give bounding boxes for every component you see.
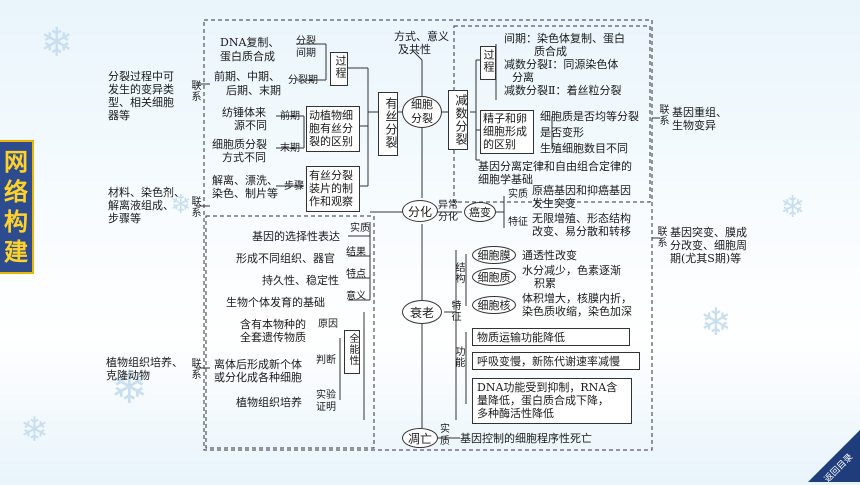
cytoplasm-node: 细胞质	[472, 268, 516, 286]
reason-text: 含有本物种的全套遗传物质	[240, 318, 306, 344]
link-label: 联系	[655, 226, 666, 248]
cancer-feature-text: 无限增殖、形态结构改变、易分散和转移	[532, 212, 631, 238]
meiosis-process-items: 间期：染色体复制、蛋白 质合成 减数分裂Ⅰ：同源染色体 分离 减数分裂Ⅱ：着丝粒…	[504, 32, 625, 97]
feature-text: 持久性、稳定性	[262, 274, 339, 287]
dna-replication-text: DNA复制、	[220, 36, 280, 49]
apoptosis-text: 基因控制的细胞程序性死亡	[460, 432, 592, 445]
abnormal-differentiation-label: 异常分化	[438, 200, 458, 223]
meiosis-process-box: 过程	[480, 46, 496, 80]
left-note-slides: 材料、染色剂、解离液组成、步骤等	[108, 186, 185, 225]
title-char: 建	[4, 238, 28, 266]
substance-label: 实质	[350, 223, 370, 234]
node-aging: 衰老	[402, 300, 442, 324]
cancer-substance-text: 原癌基因和抑癌基因发生突变	[532, 184, 631, 210]
animal-plant-diff-box: 动植物细胞有丝分裂的区别	[306, 106, 360, 152]
cell-membrane-node: 细胞膜	[472, 246, 516, 264]
phases-text-2: 后期、末期	[226, 84, 281, 97]
steps-label: 步骤	[284, 181, 304, 192]
apoptosis-substance-label: 实质	[440, 424, 450, 447]
left-note-totipotency: 植物组织培养、克隆动物	[106, 356, 183, 382]
meaning-text: 生物个体发育的基础	[226, 296, 325, 309]
meiosis-box: 减数分裂	[448, 90, 468, 150]
process-box: 过程	[330, 52, 348, 86]
link-label: 联系	[189, 196, 200, 218]
genetics-basis-text: 基因分离定律和自由组合定律的细胞学基础	[478, 160, 632, 186]
spindle-text: 纺锤体来源不同	[222, 106, 267, 132]
title-char: 络	[4, 178, 28, 206]
protein-synthesis-text: 蛋白质合成	[220, 50, 275, 63]
node-apoptosis: 凋亡	[402, 428, 438, 448]
link-label: 联系	[189, 80, 200, 102]
nucleus-node: 细胞核	[472, 296, 516, 314]
result-text: 形成不同组织、器官	[236, 252, 335, 265]
totipotency-box: 全能性	[344, 330, 360, 374]
telophase-label: 末期	[280, 143, 300, 154]
steps-text: 解离、漂洗、染色、制片等	[212, 174, 278, 200]
right-note-meiosis: 基因重组、生物变异	[672, 106, 727, 132]
feature-label: 特点	[346, 269, 366, 280]
node-differentiation: 分化	[402, 200, 438, 222]
phases-text-1: 前期、中期、	[214, 70, 280, 83]
nucleus-text: 体积增大，核膜内折，染色质收缩，染色加深	[522, 292, 632, 318]
section-title-band: 网 络 构 建	[0, 140, 34, 274]
selective-expression-text: 基因的选择性表达	[252, 230, 340, 243]
title-char: 网	[4, 148, 28, 176]
right-note-cancer: 基因突变、膜成分改变、细胞周期(尤其S期)等	[670, 226, 747, 265]
interphase-label: 分裂间期	[296, 36, 316, 59]
aging-function-2: 呼吸变慢，新陈代谢速率减慢	[472, 352, 640, 370]
slide-making-box: 有丝分裂装片的制作和观察	[306, 166, 360, 212]
cytoplasm-division-text: 细胞质分裂方式不同	[212, 138, 267, 164]
sperm-egg-diff-box: 精子和卵细胞形成的区别	[480, 110, 534, 154]
function-label: 功能	[453, 346, 464, 368]
prophase-label: 前期	[280, 111, 300, 122]
judge-text: 离体后形成新个体或分化成各种细胞	[214, 358, 302, 384]
node-cell-division: 细胞分裂	[402, 96, 442, 128]
node-cancer: 癌变	[464, 202, 496, 222]
proof-label: 实验证明	[316, 390, 336, 413]
aging-function-1: 物质运输功能降低	[472, 328, 630, 346]
reason-label: 原因	[318, 319, 338, 330]
meiosis-top-text: 方式、意义及共性	[394, 30, 449, 56]
division-phase-label: 分裂期	[288, 75, 318, 86]
link-label: 联系	[189, 358, 200, 380]
link-label: 联系	[657, 104, 668, 126]
cytoplasm-text: 水分减少，色素逐渐积累	[522, 264, 621, 290]
title-char: 构	[4, 208, 28, 236]
aging-feature-label: 特征	[449, 300, 460, 322]
structure-label: 结构	[453, 262, 464, 284]
left-note-mitosis: 分裂过程中可发生的变异类 型、相关细胞器等	[108, 70, 174, 122]
sperm-egg-diffs: 细胞质是否均等分裂 是否变形 生殖细胞数目不同	[540, 110, 639, 155]
judge-label: 判断	[316, 355, 336, 366]
proof-text: 植物组织培养	[236, 396, 302, 409]
result-label: 结果	[346, 247, 366, 258]
meaning-label: 意义	[346, 291, 366, 302]
membrane-text: 通透性改变	[522, 249, 577, 262]
cancer-feature-label: 特征	[508, 217, 528, 228]
aging-function-3: DNA功能受到抑制，RNA含量降低，蛋白质合成下降，多种酶活性降低	[472, 378, 632, 424]
mitosis-box: 有丝分裂	[378, 92, 398, 156]
cancer-substance-label: 实质	[508, 189, 528, 200]
